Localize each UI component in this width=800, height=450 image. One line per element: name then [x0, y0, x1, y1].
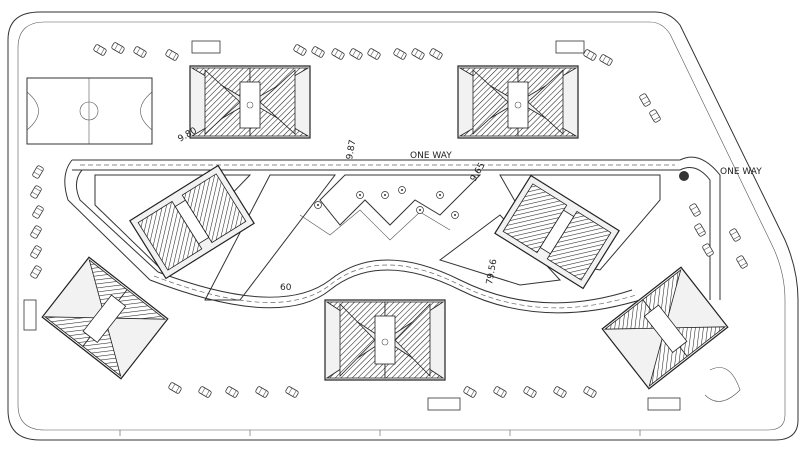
- villa-bottom-left: [41, 256, 169, 380]
- parking-row-top: [92, 41, 614, 67]
- roundabout: [679, 171, 689, 181]
- car-left-side: [23, 299, 37, 331]
- villa-bottom-center: [324, 299, 446, 381]
- parking-column-right: [638, 92, 749, 270]
- road-network: [64, 156, 721, 314]
- villa-bottom-right: [601, 266, 729, 390]
- villa-top-left: [189, 65, 311, 139]
- car-top-left: [191, 40, 221, 54]
- car-top-right: [555, 40, 585, 54]
- dim-center: 60: [280, 283, 292, 293]
- parking-column-left: [29, 164, 45, 280]
- dim-top-mid: 9.87: [345, 139, 358, 160]
- dim-top-right: 9.65: [469, 161, 488, 183]
- drainage-line: [704, 367, 741, 402]
- villa-mid-left: [129, 164, 255, 280]
- villa-top-right: [457, 65, 579, 139]
- site-boundary: [7, 11, 799, 441]
- road-marking-right: ONE WAY: [720, 167, 762, 177]
- dim-right-mid: 79.56: [485, 258, 499, 285]
- basketball-court: [26, 77, 153, 145]
- villa-mid-right: [494, 174, 620, 290]
- inner-boundary: [17, 21, 786, 431]
- car-bottom-center: [427, 397, 461, 411]
- car-bottom-right: [647, 397, 681, 411]
- landscape-island-center: [299, 174, 482, 241]
- ticks-bottom: [119, 430, 641, 436]
- parking-row-bottom: [167, 381, 598, 399]
- road-marking-top: ONE WAY: [410, 151, 452, 161]
